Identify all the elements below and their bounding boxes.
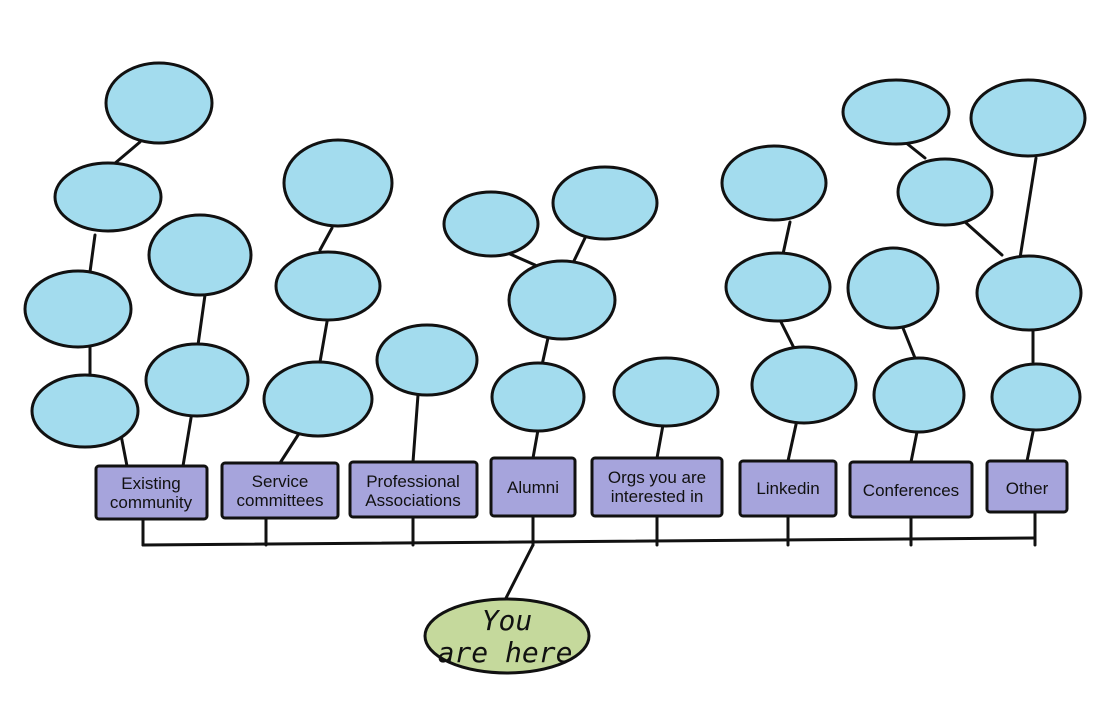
contact-bubble[interactable] <box>841 78 951 146</box>
connector-line <box>901 326 917 360</box>
contact-bubble[interactable] <box>144 342 250 418</box>
contact-bubble[interactable] <box>720 144 828 222</box>
connector-line <box>318 314 330 364</box>
contact-bubble[interactable] <box>724 251 832 323</box>
connector-line <box>786 418 799 463</box>
category-label-line: Alumni <box>507 478 559 497</box>
connector-line <box>1025 430 1035 463</box>
contact-bubbles <box>23 61 1087 449</box>
contact-bubble[interactable] <box>442 190 540 258</box>
category-label-line: Other <box>1006 479 1049 498</box>
contact-bubble[interactable] <box>612 356 720 428</box>
category-label-line: Linkedin <box>756 479 819 498</box>
category-professional-associations[interactable]: Professional Associations <box>348 460 479 519</box>
you-are-here-line: are here <box>438 636 573 669</box>
contact-bubble[interactable] <box>846 246 940 330</box>
category-label-line: Orgs you are <box>608 468 706 487</box>
contact-bubble[interactable] <box>750 345 858 425</box>
contact-bubble[interactable] <box>551 165 659 241</box>
connector-line <box>196 293 207 347</box>
category-other[interactable]: Other <box>985 459 1069 514</box>
connector-line <box>318 226 334 252</box>
connector-line <box>909 430 919 464</box>
contact-bubble[interactable] <box>282 138 394 228</box>
you-are-here-line: You <box>482 604 533 637</box>
connector-line <box>278 430 302 465</box>
contact-bubble[interactable] <box>23 269 133 349</box>
category-label-line: Conferences <box>863 481 959 500</box>
connector-line <box>411 393 420 464</box>
connector-line <box>655 423 665 460</box>
connector-line <box>963 220 1004 257</box>
root-link-line <box>503 543 535 602</box>
connector-line <box>88 233 97 274</box>
category-label-line: Service <box>252 472 309 491</box>
connector-line <box>778 318 797 352</box>
connector-line <box>540 336 550 367</box>
contact-bubble[interactable] <box>375 323 479 397</box>
contact-bubble[interactable] <box>969 78 1087 158</box>
contact-bubble[interactable] <box>975 254 1083 332</box>
connector-line <box>181 410 194 468</box>
connector-line <box>531 428 540 460</box>
category-alumni[interactable]: Alumni <box>489 456 577 518</box>
contact-bubble[interactable] <box>274 250 382 322</box>
contact-bubble[interactable] <box>990 362 1082 432</box>
contact-bubble[interactable] <box>896 157 994 227</box>
category-linkedin[interactable]: Linkedin <box>738 459 838 518</box>
category-label-line: Existing <box>121 474 181 493</box>
connector-line <box>781 220 792 256</box>
category-existing-community[interactable]: Existing community <box>94 464 209 521</box>
contact-bubble[interactable] <box>104 61 214 145</box>
contact-bubble[interactable] <box>262 360 374 438</box>
contact-bubble[interactable] <box>53 161 163 233</box>
connector-line <box>1018 156 1038 260</box>
category-label-line: community <box>110 493 193 512</box>
category-label-line: Associations <box>365 491 460 510</box>
main-bus-line <box>141 536 1037 547</box>
category-service-committees[interactable]: Service committees <box>220 461 340 520</box>
category-label-line: Professional <box>366 472 460 491</box>
contact-bubble[interactable] <box>147 213 253 297</box>
contact-bubble[interactable] <box>507 259 617 341</box>
contact-bubble[interactable] <box>490 361 586 433</box>
contact-bubble[interactable] <box>30 373 140 449</box>
category-label-line: interested in <box>611 487 704 506</box>
category-orgs-interested-in[interactable]: Orgs you are interested in <box>590 456 724 518</box>
category-conferences[interactable]: Conferences <box>848 460 974 519</box>
you-are-here-node[interactable]: You are here <box>423 597 591 675</box>
contact-bubble[interactable] <box>872 356 966 434</box>
category-label-line: committees <box>237 491 324 510</box>
connector-line <box>508 252 537 267</box>
